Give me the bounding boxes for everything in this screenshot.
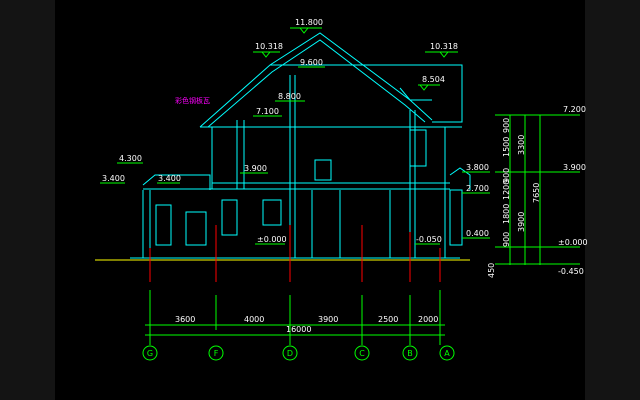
span-b-a: 2000 [418, 315, 438, 324]
dim-1500: 1500 [502, 137, 511, 157]
roof-material-note: 彩色钢板瓦 [175, 96, 210, 105]
elev-right-floor-a: 3.800 [466, 163, 489, 172]
axis-c: C [359, 349, 365, 358]
elev-right-floor-b: 2.700 [466, 184, 489, 193]
dim-450: 450 [487, 263, 496, 278]
elev-ground: ±0.000 [257, 235, 287, 244]
dim-900-low: 900 [502, 232, 511, 247]
span-d-c: 3900 [318, 315, 338, 324]
elev-left-eave-b: 3.400 [158, 174, 181, 183]
lvl-zero: ±0.000 [558, 238, 588, 247]
dim-3900: 3900 [517, 212, 526, 232]
dim-7650: 7650 [532, 183, 541, 203]
axis-a: A [444, 349, 450, 358]
dim-900-mid: 900 [502, 168, 511, 183]
dim-3300: 3300 [517, 135, 526, 155]
elev-upper-floor: 7.100 [256, 107, 279, 116]
axis-g: G [147, 349, 153, 358]
dim-1800: 1800 [502, 204, 511, 224]
right-margin [585, 0, 640, 400]
elev-right-dormer: 8.504 [422, 75, 445, 84]
lvl-neg: -0.450 [558, 267, 584, 276]
elev-eave-left-top: 10.318 [255, 42, 283, 51]
span-c-b: 2500 [378, 315, 398, 324]
elev-second-floor: 3.900 [244, 164, 267, 173]
elev-left-eave-a: 3.400 [102, 174, 125, 183]
elev-left-roof-top: 4.300 [119, 154, 142, 163]
axis-d: D [287, 349, 293, 358]
elev-upper-mid: 8.800 [278, 92, 301, 101]
span-g-f: 3600 [175, 315, 195, 324]
elevation-markers [100, 27, 490, 245]
left-margin [0, 0, 55, 400]
axis-ticks [149, 225, 441, 282]
dim-1200: 1200 [502, 180, 511, 200]
axis-bubbles [142, 345, 455, 361]
bottom-dimension-lines [145, 290, 445, 345]
building-walls [130, 75, 471, 259]
elev-right-sill: 0.400 [466, 229, 489, 238]
span-f-d: 4000 [244, 315, 264, 324]
elev-upper-roof: 9.600 [300, 58, 323, 67]
lvl-mid: 3.900 [563, 163, 586, 172]
lvl-top: 7.200 [563, 105, 586, 114]
elev-eave-right-top: 10.318 [430, 42, 458, 51]
span-total: 16000 [286, 325, 311, 334]
axis-f: F [214, 349, 219, 358]
elev-ridge: 11.800 [295, 18, 323, 27]
right-dimension-lines [495, 114, 580, 265]
dim-900-top: 900 [502, 118, 511, 133]
elev-pit: -0.050 [416, 235, 442, 244]
axis-b: B [407, 349, 413, 358]
